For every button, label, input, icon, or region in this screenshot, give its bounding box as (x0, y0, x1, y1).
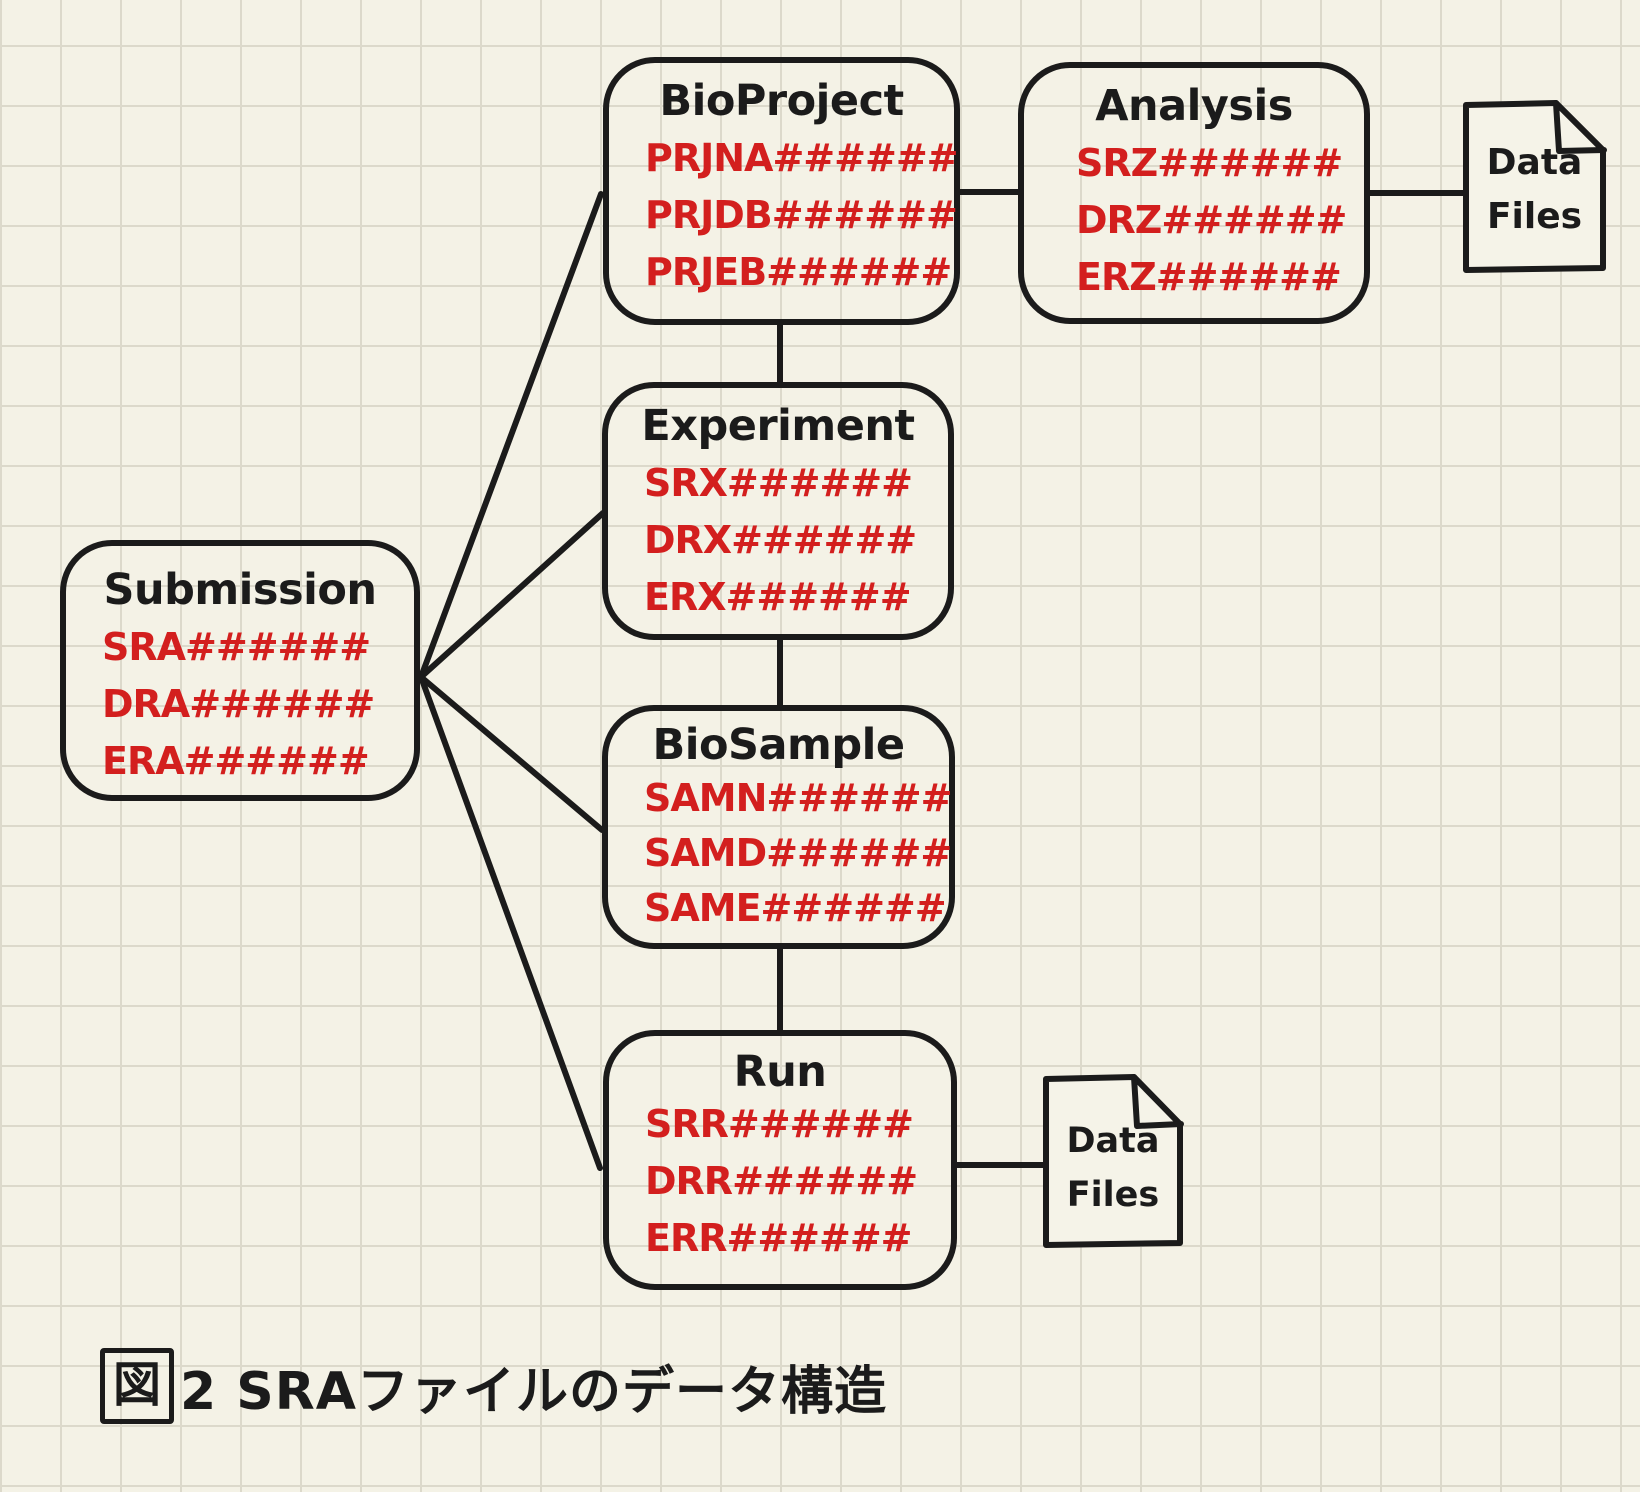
accession-id: PRJEB###### (645, 250, 952, 294)
accession-list: SAMN###### SAMD###### SAME###### (608, 771, 952, 936)
accession-id: ERX###### (644, 575, 912, 619)
accession-id: PRJDB###### (645, 193, 958, 237)
accession-id: SRA###### (102, 625, 371, 669)
folded-corner-icon (1131, 1074, 1184, 1129)
doc-label-line: Data (1486, 142, 1583, 183)
doc-label-line: Files (1486, 196, 1583, 237)
accession-id: SAMN###### (644, 776, 952, 820)
node-title: BioSample (652, 720, 905, 770)
accession-list: SRZ###### DRZ###### ERZ###### (1024, 135, 1364, 306)
data-files-label: Data Files (1466, 136, 1603, 244)
accession-id: DRX###### (644, 518, 917, 562)
figure-label-box: 図 (100, 1348, 175, 1424)
node-title: Submission (103, 565, 378, 615)
accession-id: DRZ###### (1076, 198, 1347, 242)
doc-label-line: Files (1066, 1175, 1160, 1215)
edge-submission-experiment (418, 510, 606, 680)
accession-id: PRJNA###### (645, 136, 959, 180)
edge-submission-run (418, 674, 603, 1171)
accession-list: SRX###### DRX###### ERX###### (608, 455, 948, 626)
accession-list: SRR###### DRR###### ERR###### (609, 1096, 951, 1267)
accession-list: SRA###### DRA###### ERA###### (66, 619, 414, 790)
edge-submission-biosample (418, 674, 605, 833)
doc-label-line: Data (1066, 1121, 1160, 1161)
accession-id: DRR###### (645, 1159, 918, 1203)
folded-corner-icon (1553, 100, 1607, 154)
data-files-icon (1463, 100, 1606, 273)
accession-id: SAME###### (644, 886, 947, 930)
accession-list: PRJNA###### PRJDB###### PRJEB###### (609, 130, 959, 301)
node-bioproject: BioProject PRJNA###### PRJDB###### PRJEB… (603, 57, 960, 325)
accession-id: ERR###### (645, 1216, 913, 1260)
node-run: Run SRR###### DRR###### ERR###### (603, 1030, 957, 1290)
data-files-icon (1043, 1074, 1183, 1248)
node-title: Analysis (1095, 81, 1293, 131)
accession-id: SRZ###### (1076, 141, 1343, 185)
node-analysis: Analysis SRZ###### DRZ###### ERZ###### (1018, 62, 1370, 324)
data-files-label: Data Files (1046, 1114, 1180, 1222)
accession-id: SRR###### (645, 1102, 914, 1146)
node-experiment: Experiment SRX###### DRX###### ERX###### (602, 382, 954, 640)
accession-id: ERA###### (102, 739, 370, 783)
accession-id: ERZ###### (1076, 255, 1342, 299)
node-biosample: BioSample SAMN###### SAMD###### SAME####… (602, 705, 955, 949)
accession-id: DRA###### (102, 682, 375, 726)
edge-submission-bioproject (418, 191, 604, 680)
figure-caption-text: 2 SRAファイルのデータ構造 (180, 1361, 888, 1422)
accession-id: SAMD###### (644, 831, 952, 875)
node-submission: Submission SRA###### DRA###### ERA###### (60, 540, 420, 801)
figure-caption: 図 2 SRAファイルのデータ構造 (100, 1348, 887, 1424)
accession-id: SRX###### (644, 461, 913, 505)
node-title: Run (733, 1047, 827, 1097)
node-title: BioProject (659, 76, 904, 126)
node-title: Experiment (641, 401, 915, 451)
